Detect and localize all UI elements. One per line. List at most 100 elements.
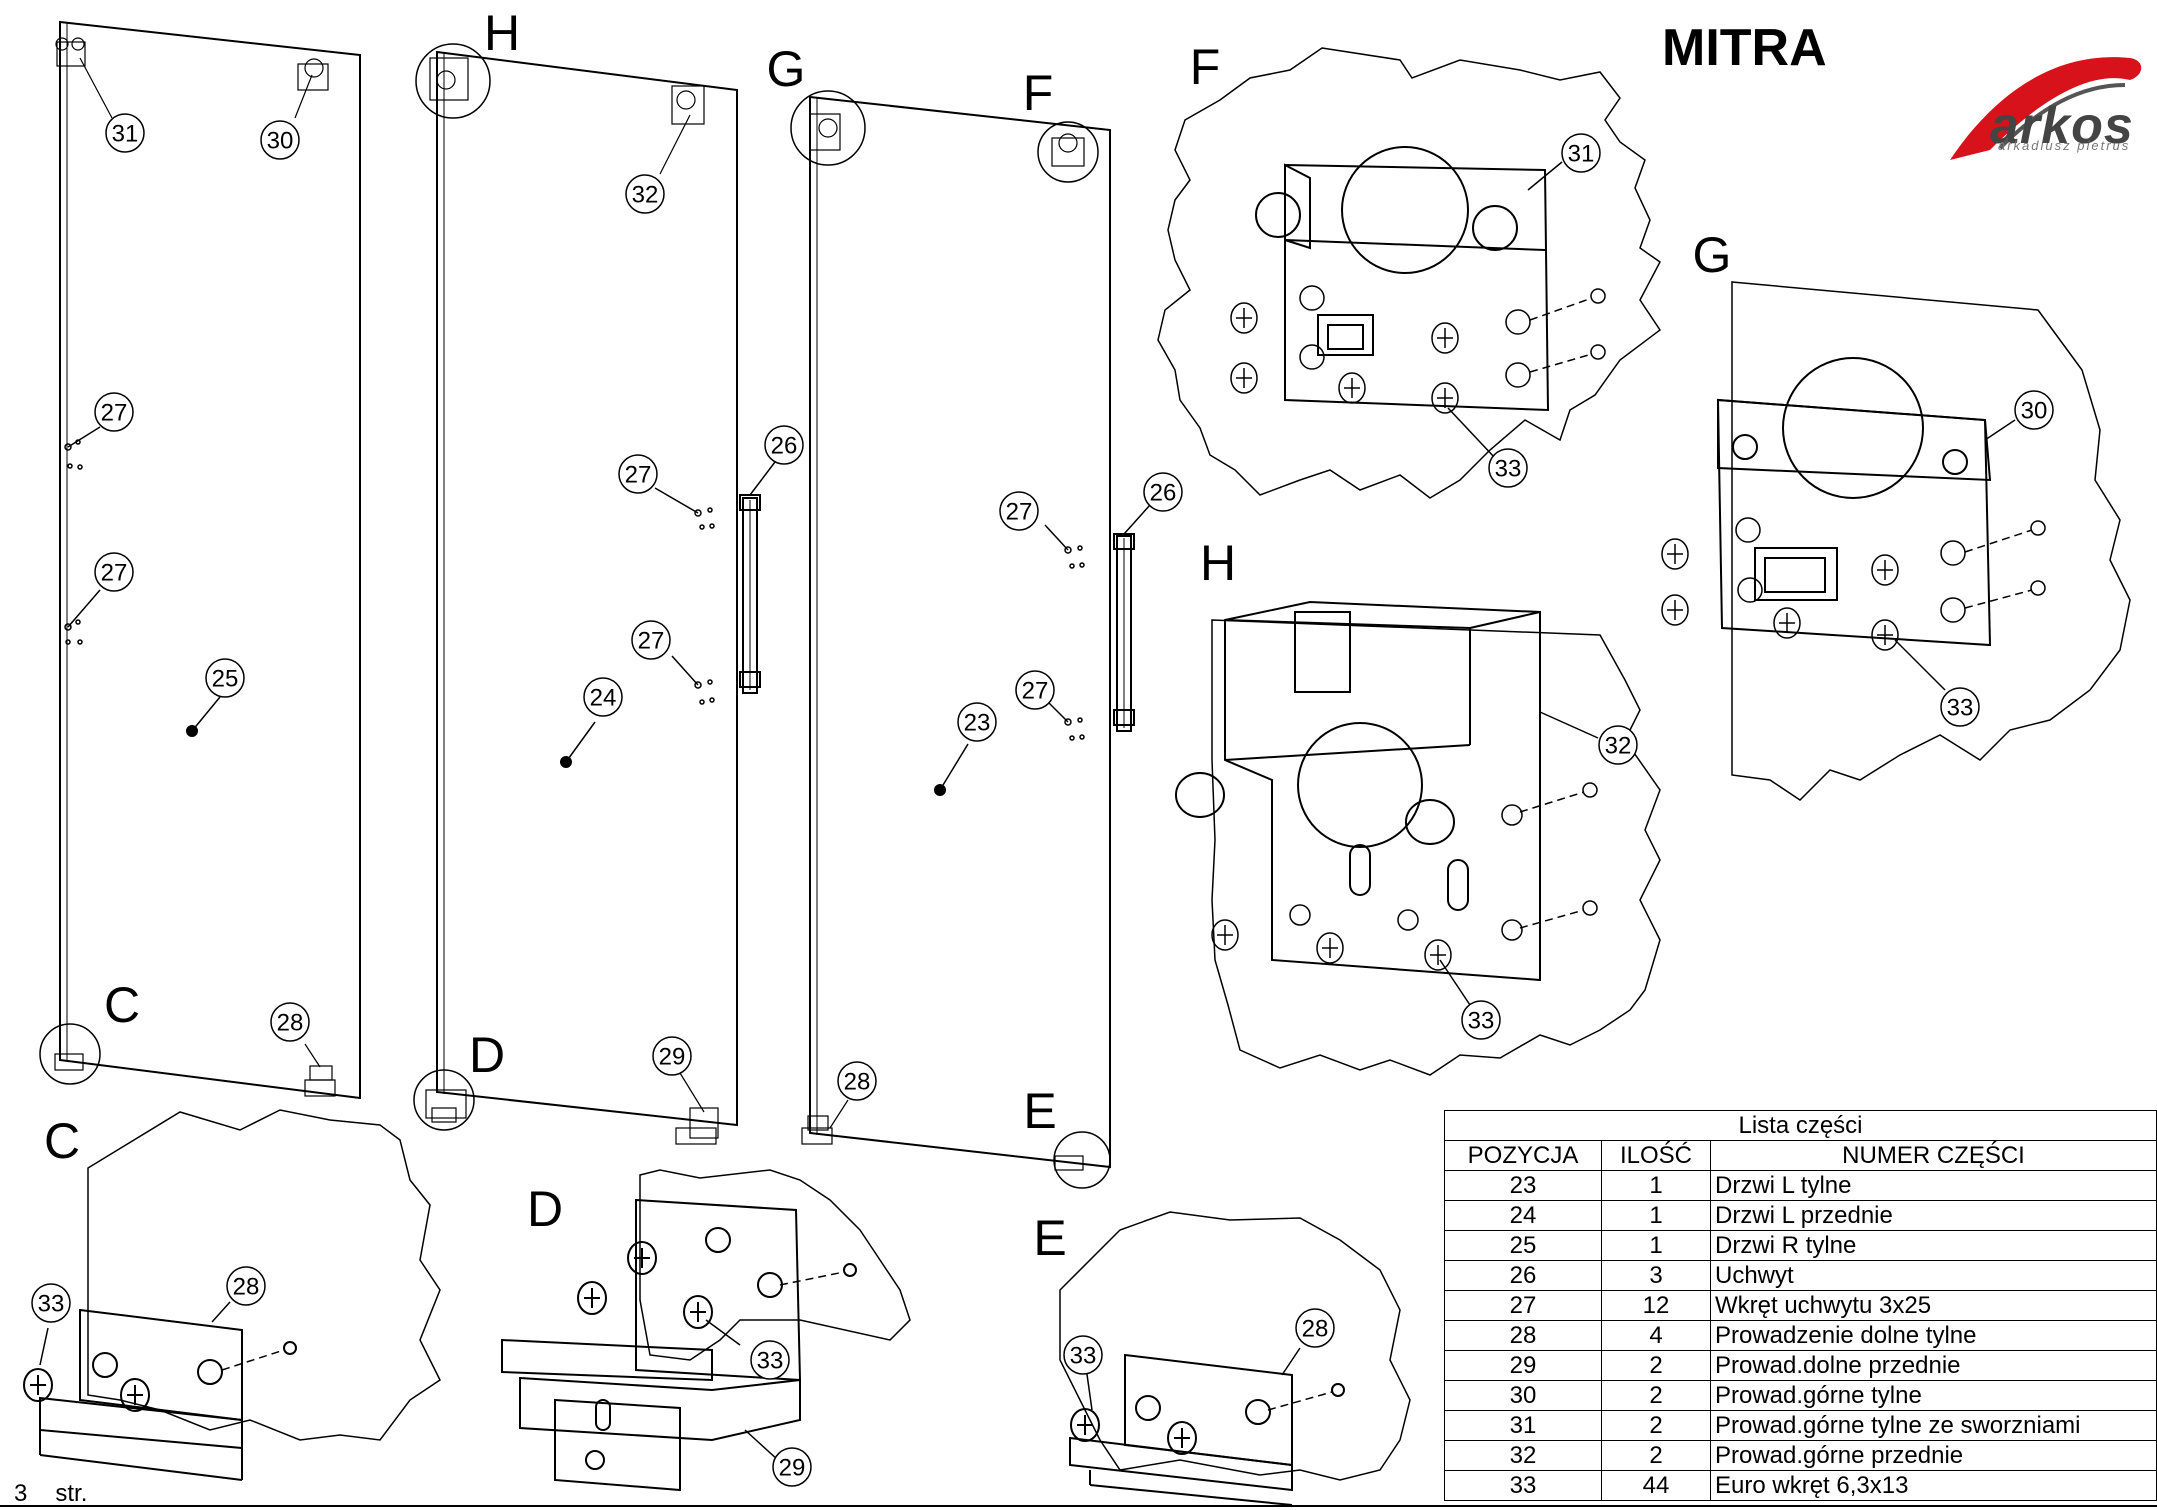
cell-part-name: Prowad.dolne przednie [1710,1350,2157,1381]
callout-27: 27 [101,400,128,427]
callout-24: 24 [590,685,617,712]
callout-33: 33 [1070,1343,1097,1370]
panel-fittings [54,37,1085,1171]
cell-position: 30 [1444,1380,1602,1411]
callout-33: 33 [38,1291,65,1318]
cell-position: 24 [1444,1200,1602,1231]
handle-26-b [1113,504,1151,732]
cell-position: 28 [1444,1320,1602,1351]
callout-25: 25 [212,666,239,693]
callout-28: 28 [1302,1316,1329,1343]
column-header-part-number: NUMER CZĘŚCI [1710,1140,2157,1171]
cell-part-name: Uchwyt [1710,1260,2157,1291]
cell-quantity: 3 [1601,1260,1711,1291]
page-footer: 3 str. [14,1480,115,1508]
callout-31: 31 [112,121,139,148]
callout-30: 30 [2021,398,2048,425]
door-panel-23 [809,95,1111,1169]
cell-quantity: 2 [1601,1440,1711,1471]
view-label-g: G [767,41,806,97]
cell-position: 25 [1444,1230,1602,1261]
cell-position: 27 [1444,1290,1602,1321]
cell-part-name: Drzwi L przednie [1710,1200,2157,1231]
cell-position: 31 [1444,1410,1602,1441]
callout-32: 32 [632,182,659,209]
callout-33: 33 [1495,456,1522,483]
detail-c [23,1109,441,1481]
handle-screws-27 [64,426,1085,741]
view-label-c-detail: C [44,1113,80,1169]
cell-quantity: 4 [1601,1320,1711,1351]
cell-quantity: 2 [1601,1410,1711,1441]
view-label-h-detail: H [1200,535,1236,591]
detail-g [1661,281,2131,801]
cell-position: 26 [1444,1260,1602,1291]
page-title: MITRA [1662,19,1827,77]
cell-part-name: Wkręt uchwytu 3x25 [1710,1290,2157,1321]
callout-33: 33 [1468,1008,1495,1035]
callout-26: 26 [771,433,798,460]
cell-quantity: 2 [1601,1380,1711,1411]
page-suffix: str. [55,1480,88,1507]
view-label-f-detail: F [1190,39,1221,95]
cell-quantity: 12 [1601,1290,1711,1321]
cell-part-name: Drzwi R tylne [1710,1230,2157,1261]
column-header-position: POZYCJA [1444,1140,1602,1171]
callout-32: 32 [1605,733,1632,760]
logo-subtitle: arkadiusz pietrus [1998,138,2131,153]
cell-position: 32 [1444,1440,1602,1471]
view-label-e-detail: E [1033,1210,1066,1266]
callout-28: 28 [844,1069,871,1096]
panel-detail-circles [39,43,1111,1189]
cell-quantity: 1 [1601,1230,1711,1261]
callout-27: 27 [625,462,652,489]
callout-30: 30 [267,128,294,155]
callout-27: 27 [101,560,128,587]
view-label-e: E [1023,1083,1056,1139]
handle-26-a [739,461,776,694]
callout-27: 27 [1006,499,1033,526]
cell-quantity: 1 [1601,1170,1711,1201]
cell-position: 23 [1444,1170,1602,1201]
callout-33: 33 [757,1348,784,1375]
view-label-d-detail: D [527,1181,563,1237]
parts-list-table: Lista części POZYCJA ILOŚĆ NUMER CZĘŚCI … [1444,1110,2157,1501]
callout-26: 26 [1150,480,1177,507]
callout-27: 27 [1022,678,1049,705]
cell-quantity: 44 [1601,1470,1711,1501]
callout-29: 29 [659,1044,686,1071]
cell-part-name: Euro wkręt 6,3x13 [1710,1470,2157,1501]
detail-e [1059,1211,1411,1506]
cell-quantity: 2 [1601,1350,1711,1381]
cell-part-name: Prowadzenie dolne tylne [1710,1320,2157,1351]
detail-d [501,1169,911,1492]
view-label-c: C [104,977,140,1033]
cell-part-name: Prowad.górne tylne ze sworzniami [1710,1410,2157,1441]
callout-27: 27 [638,628,665,655]
callout-29: 29 [779,1455,806,1482]
cell-position: 33 [1444,1470,1602,1501]
callout-33: 33 [1947,695,1974,722]
view-label-g-detail: G [1693,227,1732,283]
detail-h [1175,600,1661,1076]
cell-part-name: Prowad.górne tylne [1710,1380,2157,1411]
page-number: 3 [14,1480,28,1507]
callout-23: 23 [964,710,991,737]
arkos-logo-swoosh [1950,57,2142,160]
view-label-f: F [1023,65,1054,121]
door-panel-25 [59,20,361,1100]
cell-part-name: Prowad.górne przednie [1710,1440,2157,1471]
callout-31: 31 [1568,141,1595,168]
detail-f [1157,47,1662,499]
logo-wordmark: arkos [1990,97,2134,155]
cell-quantity: 1 [1601,1200,1711,1231]
door-panel-24 [436,50,738,1127]
